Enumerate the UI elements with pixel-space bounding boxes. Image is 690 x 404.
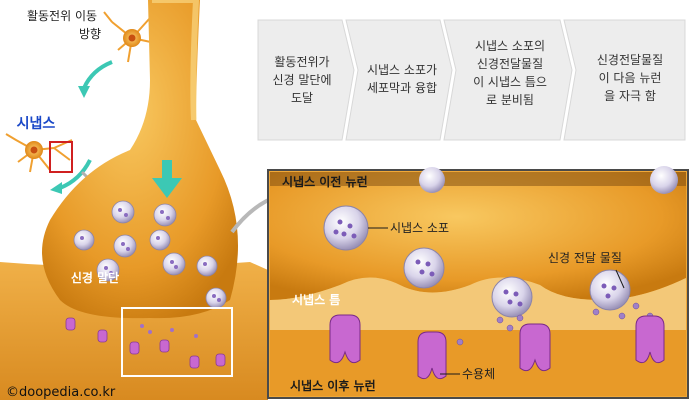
step-4-line-1: 신경전달물질 (597, 53, 663, 67)
direction-arrow-1-head (78, 86, 90, 98)
postsynaptic-neuron-label: 시냅스 이후 뉴런 (290, 378, 376, 393)
receptor-label: 수용체 (462, 367, 495, 381)
step-2-line-1: 시냅스 소포가 (367, 63, 437, 77)
step-3-line-1: 시냅스 소포의 (475, 39, 545, 53)
direction-arrow-2-head (50, 182, 62, 194)
nerve-terminal-label: 신경 말단 (71, 270, 119, 285)
step-1-line-2: 신경 말단에 (272, 73, 331, 87)
vesicle-contents-detail (333, 219, 617, 307)
step-box-1 (257, 19, 355, 141)
step-4-line-2: 이 다음 뉴런 (599, 71, 662, 85)
lower-neuron-nucleus (30, 146, 38, 154)
detail-top-shade (270, 172, 686, 186)
step-4-line-3: 을 자극 함 (604, 89, 656, 103)
presynaptic-cytoplasm (270, 172, 686, 300)
process-steps: 활동전위가 신경 말단에 도달 시냅스 소포가 세포막과 융합 시냅스 소포의 … (257, 19, 686, 141)
nerve-terminal: 신경 말단 ©doopedia.co.kr (0, 0, 286, 400)
step-3-line-2: 신경전달물질 (477, 57, 543, 71)
action-potential-arrow-shaft (162, 160, 172, 180)
synapse-highlight-box (49, 141, 73, 173)
detail-leader-lines (368, 227, 625, 375)
vesicle-partial-2 (650, 166, 678, 194)
step-box-4 (563, 19, 686, 141)
direction-arrow-2 (59, 159, 92, 190)
released-transmitters-detail (456, 302, 654, 346)
lower-neuron-dendrites (5, 133, 73, 173)
receptors-left (65, 317, 226, 369)
receptors-detail (329, 314, 665, 380)
direction-label-line-1: 활동전위 이동 (27, 9, 97, 23)
step-box-2 (345, 19, 453, 141)
synaptic-vesicle-label: 시냅스 소포 (390, 221, 449, 235)
zoom-region-box (121, 307, 233, 377)
axon-highlight (152, 0, 200, 121)
direction-label-line-2: 방향 (79, 27, 101, 41)
step-3-line-3: 이 시냅스 틈으 (473, 75, 547, 89)
overview-neurons: 활동전위 이동 방향 시냅스 (5, 7, 173, 194)
presynaptic-neuron-label: 시냅스 이전 뉴런 (282, 174, 368, 189)
released-transmitters-left (140, 324, 198, 338)
vesicles-terminal (73, 200, 227, 309)
vesicles-detail (323, 205, 631, 318)
neurotransmitter-label: 신경 전달 물질 (548, 251, 622, 265)
synaptic-cleft-label: 시냅스 틈 (292, 292, 340, 307)
action-potential-arrow-head (152, 178, 182, 198)
synaptic-cleft-area (270, 277, 686, 330)
vesicle-partial-1 (419, 167, 445, 193)
step-3-line-4: 로 분비됨 (486, 93, 534, 107)
synapse-label: 시냅스 (17, 116, 56, 132)
vesicle-contents-terminal (80, 208, 221, 302)
detail-panel: 시냅스 이전 뉴런 (267, 166, 689, 399)
copyright: ©doopedia.co.kr (6, 385, 116, 400)
direction-arrow-1 (82, 60, 113, 89)
step-box-3 (443, 19, 573, 141)
step-2-line-2: 세포막과 융합 (367, 81, 437, 95)
step-1-line-3: 도달 (291, 91, 313, 105)
step-1-line-1: 활동전위가 (274, 55, 329, 69)
top-neuron-nucleus (128, 34, 136, 42)
